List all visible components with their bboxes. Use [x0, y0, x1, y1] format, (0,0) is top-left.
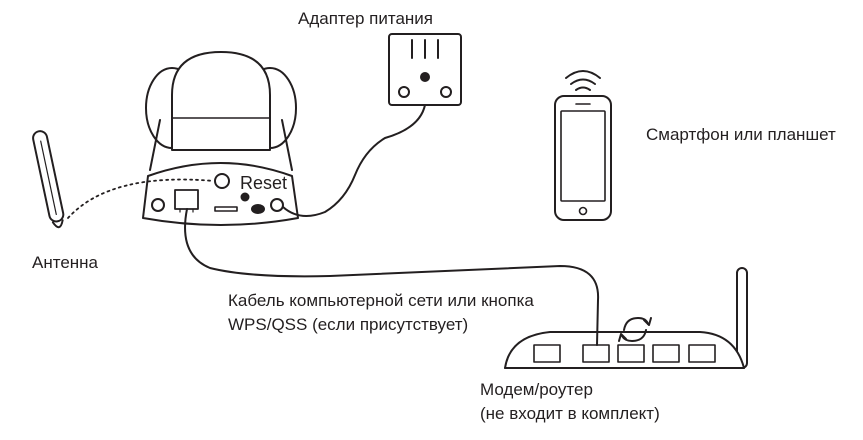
camera-stand: [149, 119, 293, 171]
antenna-label: Антенна: [32, 253, 99, 272]
wifi-icon: [565, 70, 601, 91]
power-adapter-label: Адаптер питания: [298, 9, 433, 28]
router-body: [504, 331, 745, 369]
smartphone-icon: [554, 70, 612, 221]
camera-head: [171, 51, 271, 151]
router-port-5: [688, 344, 716, 363]
antenna-icon: [32, 130, 65, 229]
power-cable: [282, 104, 426, 217]
adapter-left-hole: [398, 86, 410, 98]
antenna-connector: [151, 198, 165, 212]
router-label-line2: (не входит в комплект): [480, 404, 660, 423]
router-port-3: [617, 344, 645, 363]
router: [504, 267, 748, 369]
power-adapter: [388, 33, 462, 106]
adapter-right-hole: [440, 86, 452, 98]
wps-refresh-icon: [618, 317, 652, 342]
smartphone-label: Смартфон или планшет: [646, 125, 836, 144]
reset-label: Reset: [240, 173, 288, 193]
cable-label-line2: WPS/QSS (если присутствует): [228, 315, 469, 334]
sd-card-slot: [214, 206, 238, 212]
camera-indicator: [251, 204, 265, 214]
cable-label-line1: Кабель компьютерной сети или кнопка: [228, 291, 534, 310]
power-socket: [270, 198, 284, 212]
camera-top-port: [214, 173, 230, 189]
ip-camera: [142, 51, 299, 226]
router-port-4: [652, 344, 680, 363]
adapter-center-dot: [420, 72, 430, 82]
antenna-dotted-link: [67, 178, 215, 219]
router-port-1: [533, 344, 561, 363]
router-label-line1: Модем/роутер: [480, 380, 593, 399]
reset-button-icon: [240, 192, 250, 202]
ethernet-cable: [184, 208, 600, 346]
